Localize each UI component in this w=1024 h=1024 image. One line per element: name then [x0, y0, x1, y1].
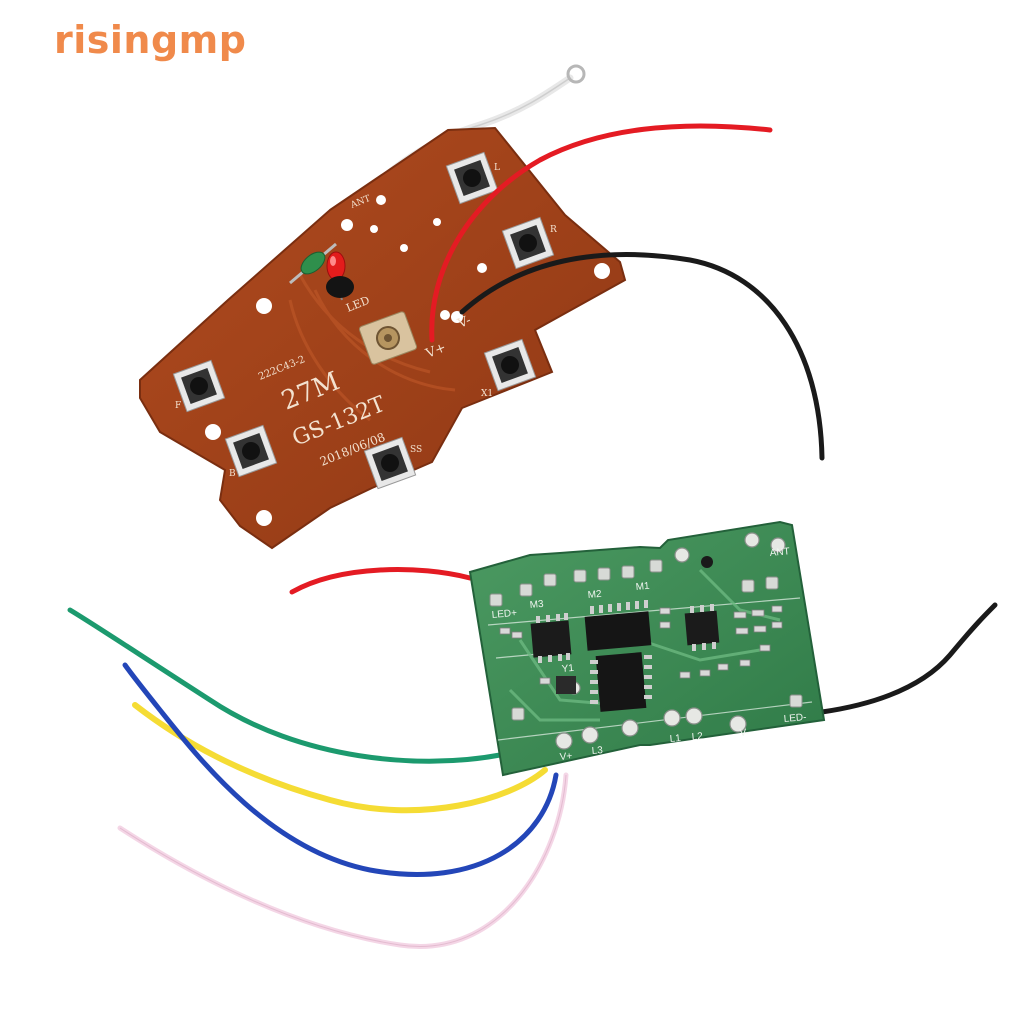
btn-label-b: B [229, 469, 236, 479]
ic-chip-left [530, 613, 572, 663]
rx-label-ant: ANT [769, 546, 790, 559]
red-led [326, 251, 354, 301]
rx-label-l3: L3 [591, 745, 603, 757]
green-inductor [289, 242, 337, 285]
ic-chip-main [584, 600, 652, 651]
button-L [445, 151, 499, 205]
button-B [224, 424, 278, 478]
rx-label-m2: M2 [587, 589, 602, 601]
antenna-ring-terminal [566, 64, 586, 84]
ic-chip-center [590, 652, 652, 712]
transmitter-board: 27M GS-132T 2018/06/08 222C43-2 LED ANT … [139, 64, 825, 550]
btn-label-x1: X1 [481, 389, 493, 399]
btn-label-ss: SS [410, 445, 422, 455]
ic-chip-right [684, 604, 720, 651]
btn-label-l: L [494, 163, 500, 173]
vminus-label: V- [455, 313, 473, 332]
button-X1 [483, 338, 537, 392]
tactile-buttons [172, 151, 555, 490]
rx-label-led-plus: LED+ [491, 608, 517, 621]
rx-label-vplus: V+ [559, 751, 573, 763]
rx-label-vminus: V- [739, 727, 749, 739]
rx-label-led-minus: LED- [783, 712, 807, 725]
button-F [172, 359, 226, 413]
rx-label-y1: Y1 [561, 663, 575, 675]
receiver-blue-wire [122, 662, 559, 877]
transmitter-black-wire [459, 251, 825, 461]
button-SS [363, 436, 417, 490]
rx-label-l2: L2 [691, 731, 703, 743]
button-R [501, 216, 555, 270]
btn-label-r: R [550, 225, 557, 235]
rx-label-l1: L1 [669, 733, 681, 745]
crystal-component [358, 311, 418, 365]
transmitter-red-wire [429, 123, 773, 343]
brand-logo: risingmp [54, 18, 247, 62]
receiver-black-wire [819, 602, 998, 715]
receiver-red-wire [289, 567, 473, 595]
solder-pads [489, 559, 803, 721]
receiver-green-wire [67, 607, 503, 764]
rx-label-m1: M1 [635, 581, 650, 593]
rx-label-m3: M3 [529, 599, 544, 611]
btn-label-f: F [175, 401, 181, 411]
receiver-board: LED+ M3 M2 M1 ANT Y1 V+ L3 L1 L2 V- LED- [67, 520, 998, 949]
vplus-label: V+ [423, 340, 448, 362]
crystal-y1 [556, 676, 576, 694]
mounting-holes [205, 195, 610, 526]
